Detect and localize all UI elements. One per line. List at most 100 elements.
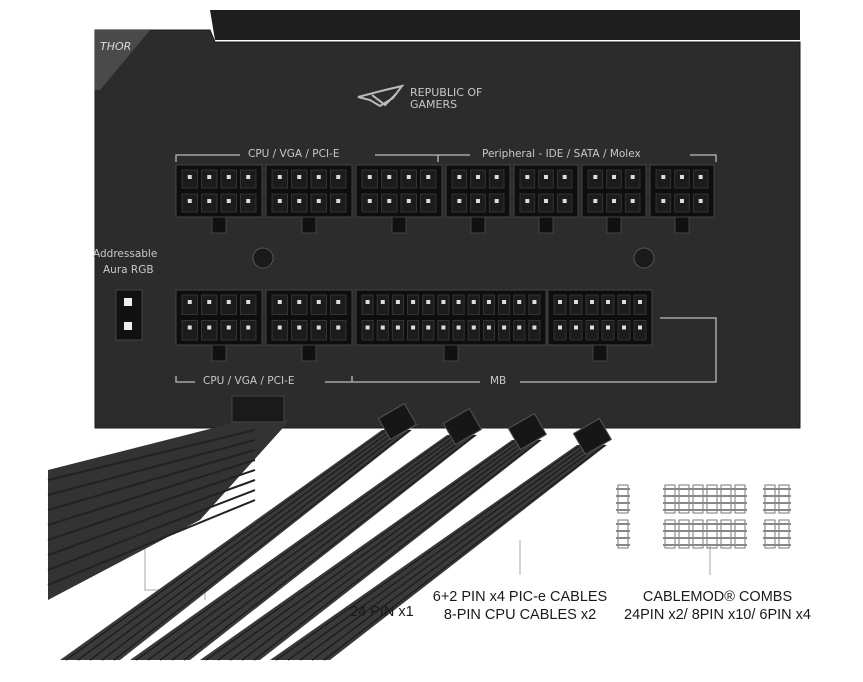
pin-slot [513, 320, 526, 341]
pin [593, 175, 598, 179]
callout-atx: 24 PIN x1 [350, 604, 414, 620]
label-rgb-1: Addressable [93, 248, 158, 260]
pin [297, 175, 302, 179]
pin-slot [633, 320, 647, 341]
cable-comb [778, 519, 790, 549]
screw-icon [633, 247, 655, 269]
pin-slot [437, 320, 450, 341]
cable-comb [764, 519, 776, 549]
pin [336, 300, 341, 304]
pin-slot [181, 320, 198, 341]
pcie-wire [205, 439, 517, 661]
connector-panel [175, 164, 715, 362]
pin-slot [407, 294, 420, 315]
pin [622, 300, 626, 304]
label-rgb-2: Aura RGB [103, 264, 154, 276]
pin [698, 175, 703, 179]
pin [387, 199, 392, 203]
thor-badge [95, 30, 150, 90]
pcie-wire [183, 434, 476, 661]
pin-slot [361, 294, 374, 315]
pin-slot [240, 294, 257, 315]
pcie-wire [299, 444, 594, 661]
pin-slot [553, 320, 567, 341]
pin [336, 199, 341, 203]
pin [612, 199, 616, 203]
pin-slot [617, 294, 631, 315]
pin-slot [482, 320, 496, 341]
pcie-wire [159, 434, 464, 661]
pcie-wire [229, 439, 529, 661]
atx-wire [47, 439, 256, 496]
callout-pcie-2: 8-PIN CPU CABLES x2 [443, 607, 597, 623]
pcie-wire [171, 434, 470, 661]
pcie-wire [253, 439, 541, 661]
pin-slot [271, 294, 288, 315]
pin [457, 199, 462, 203]
pin-slot [498, 320, 511, 341]
pin [365, 300, 370, 304]
pin-slot [291, 320, 308, 341]
pin [246, 300, 251, 304]
cable-comb [692, 519, 704, 549]
pcie-connector [507, 412, 548, 451]
pin-slot [201, 294, 218, 315]
cables [47, 395, 613, 661]
pin [187, 325, 192, 330]
pin [502, 300, 507, 304]
pin [246, 199, 251, 203]
label-top-left: CPU / VGA / PCI-E [248, 148, 340, 160]
psu-top-edge [210, 10, 800, 40]
pin [426, 300, 431, 304]
pin [606, 300, 610, 304]
cable-comb [764, 484, 776, 514]
pin [494, 175, 499, 179]
pin-slot [391, 320, 405, 341]
pcie-connector [442, 407, 483, 446]
pin [226, 300, 231, 304]
pin [517, 325, 522, 330]
pin [622, 325, 626, 330]
pin [441, 300, 446, 304]
pin [630, 199, 635, 203]
pin-slot [422, 294, 435, 315]
pin [367, 175, 372, 179]
pin [606, 325, 610, 330]
pcie-wire [217, 439, 523, 661]
pcie-wire [65, 429, 387, 661]
bracket-lines [144, 154, 717, 600]
latch [301, 344, 317, 362]
pin [574, 300, 578, 304]
callout-combs-1: CABLEMOD® COMBS [642, 589, 793, 605]
pin [476, 199, 480, 203]
pin [532, 325, 537, 330]
pcie-wire [287, 444, 588, 661]
pin [380, 300, 385, 304]
latch [443, 344, 459, 362]
rog-logo-icon [357, 84, 405, 108]
cable-comb [706, 484, 718, 514]
pin [297, 325, 302, 330]
pin [316, 175, 321, 179]
pin [406, 175, 411, 179]
pin [456, 325, 461, 330]
pin [593, 199, 598, 203]
pcie-wire [147, 434, 458, 661]
pcie-wire [241, 439, 535, 661]
pin-slot [617, 320, 631, 341]
pin [367, 199, 372, 203]
pcie-wire [323, 444, 606, 661]
pin-slot [220, 320, 237, 341]
cable-comb [692, 484, 704, 514]
pin [380, 325, 385, 330]
pin [187, 199, 192, 203]
rgb-connector [115, 289, 143, 341]
pin-slot [407, 320, 420, 341]
pin [476, 175, 480, 179]
pin-slot [220, 294, 237, 315]
pin [316, 300, 321, 304]
latch [538, 216, 554, 234]
cablemod-combs [616, 484, 791, 549]
pin [277, 325, 282, 330]
pin-slot [240, 320, 257, 341]
